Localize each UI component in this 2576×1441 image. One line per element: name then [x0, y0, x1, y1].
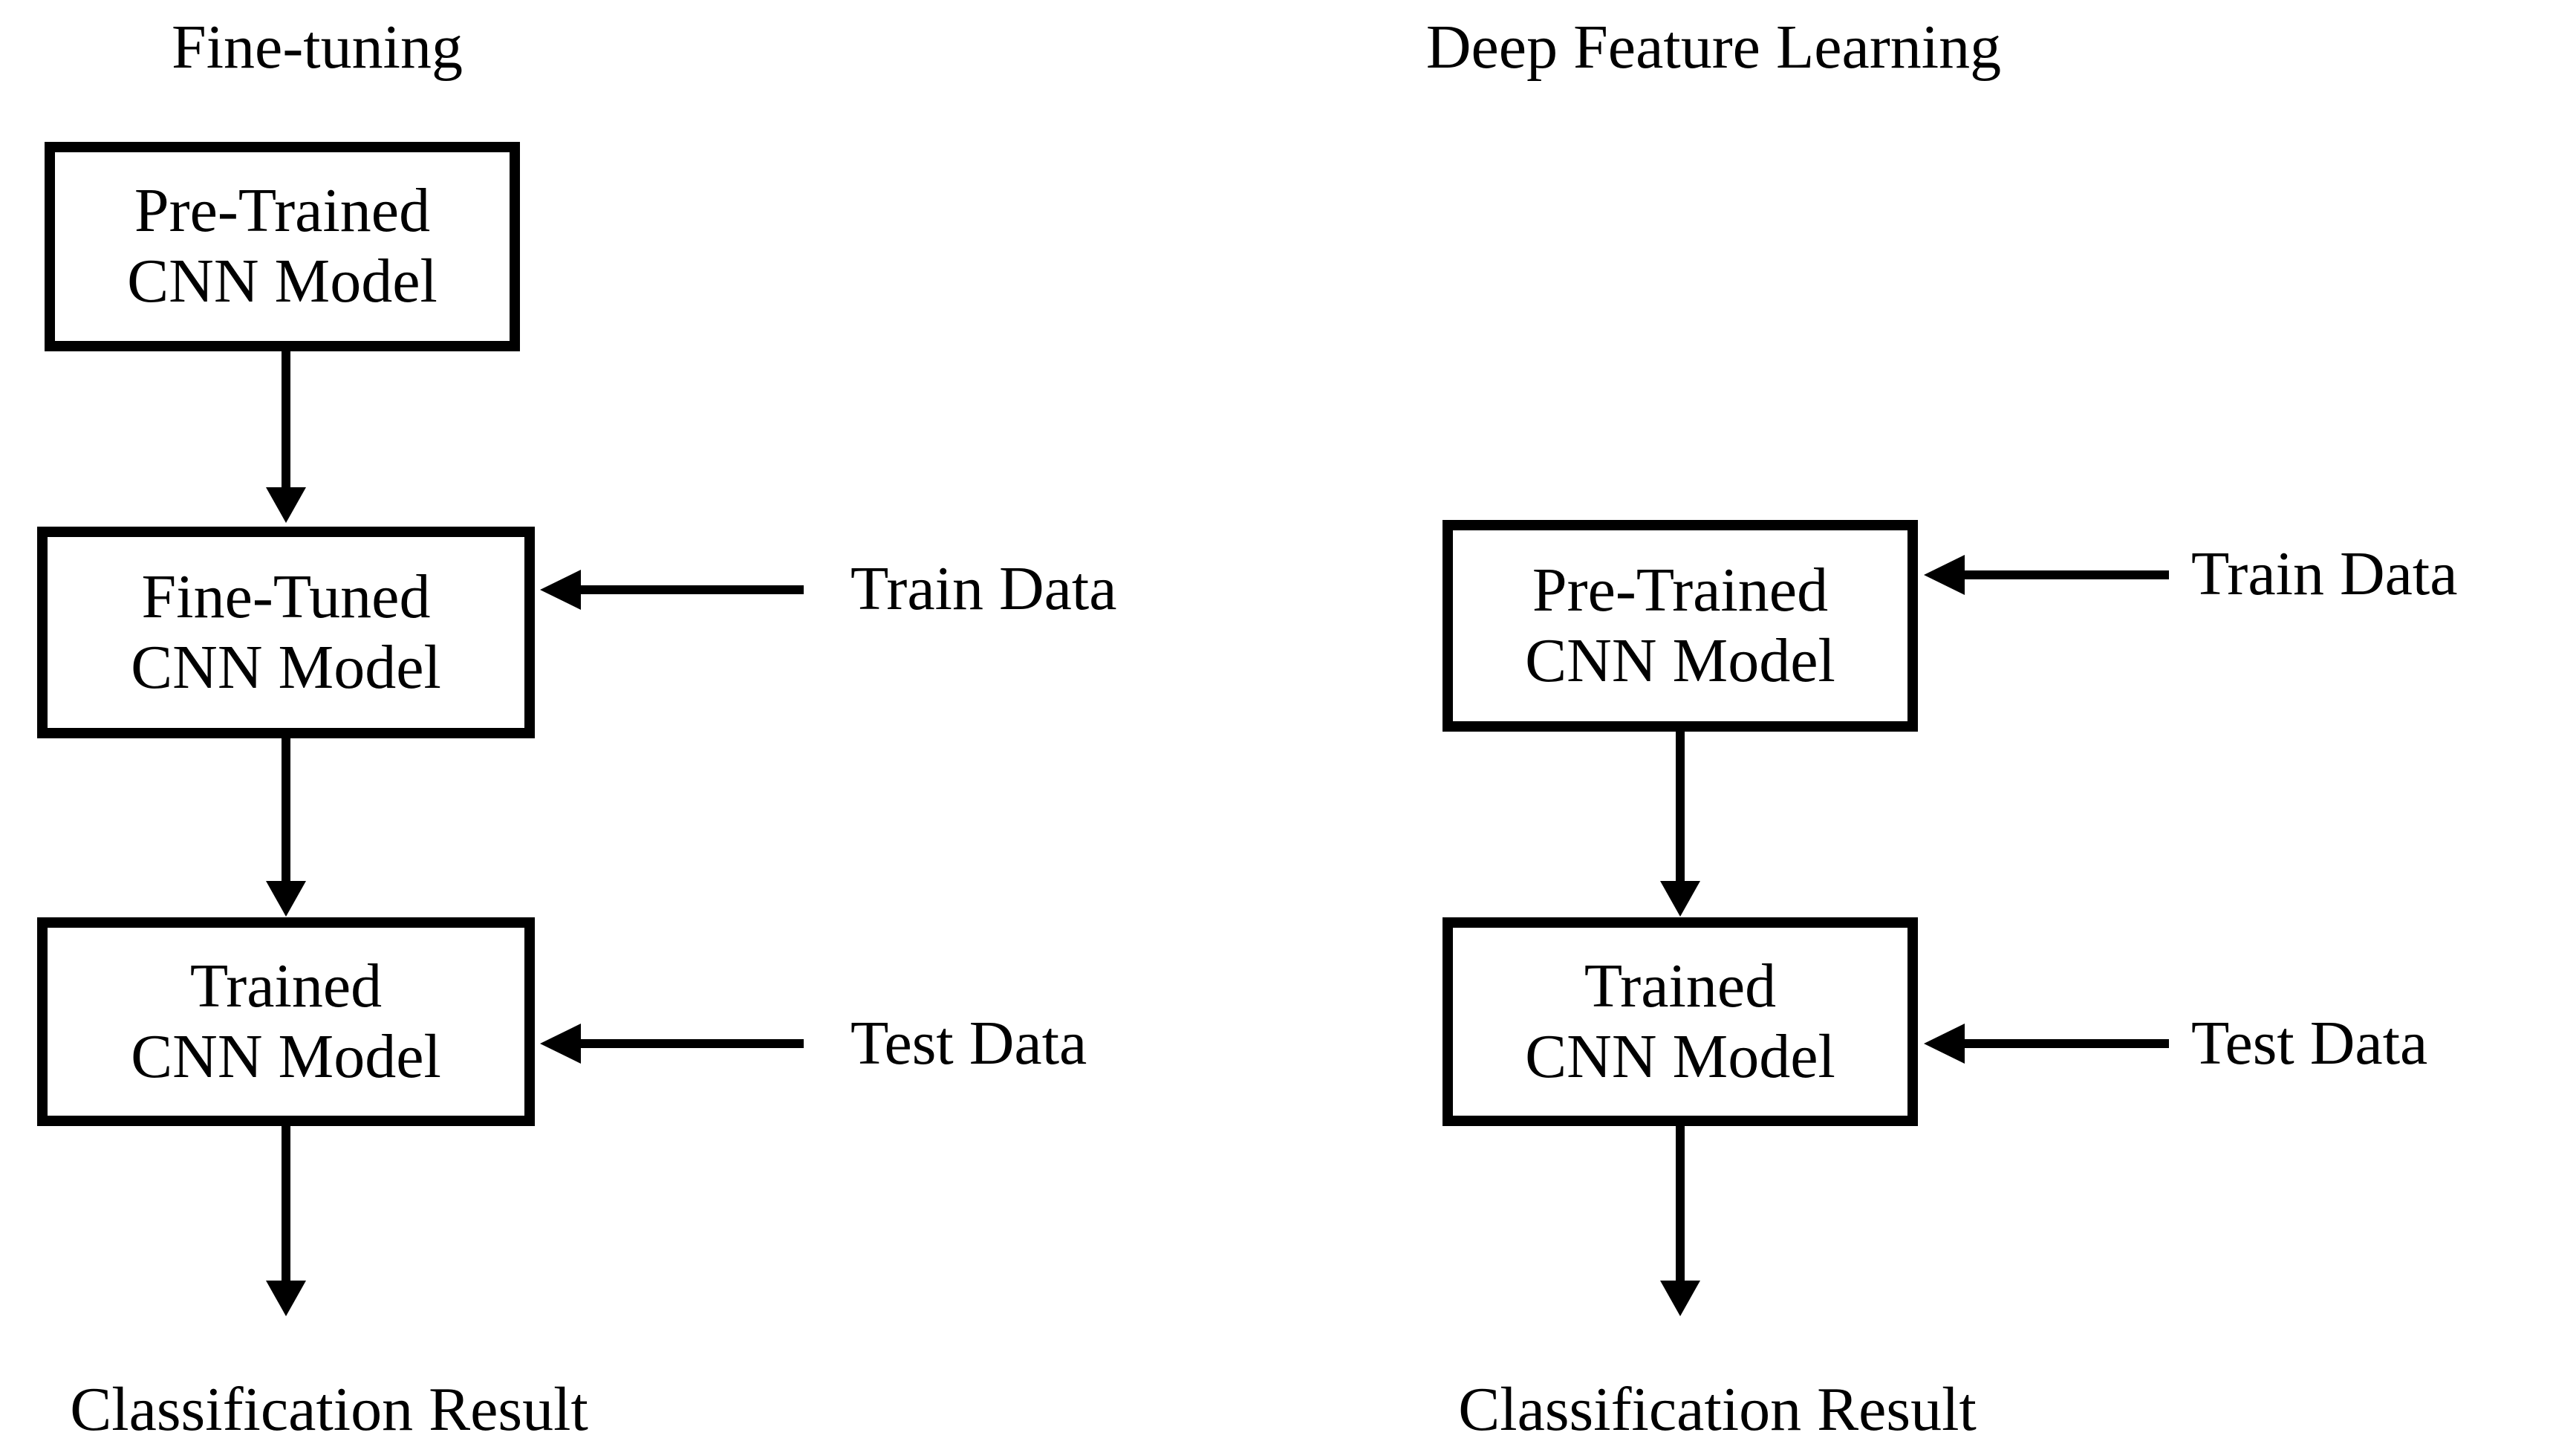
- arrow-line: [282, 738, 290, 881]
- right-classification-result-label: Classification Result: [1458, 1375, 1977, 1441]
- arrow-head-down-icon: [1660, 881, 1700, 917]
- left-flow-title: Fine-tuning: [172, 13, 463, 82]
- box-label-line: Trained: [1584, 951, 1777, 1021]
- box-label-line: Fine-Tuned: [141, 562, 431, 631]
- box-label-line: CNN Model: [1525, 1021, 1835, 1091]
- arrow-head-left-icon: [540, 1024, 581, 1064]
- arrow-line: [1676, 1126, 1685, 1281]
- arrow-line: [1965, 570, 2169, 579]
- arrow-head-left-icon: [1924, 555, 1965, 595]
- arrow-line: [282, 351, 290, 489]
- arrow-line: [282, 1126, 290, 1281]
- box-label-line: CNN Model: [1525, 625, 1835, 695]
- arrow-line: [1676, 732, 1685, 881]
- arrow-line: [581, 1039, 804, 1048]
- box-label-line: CNN Model: [131, 1021, 441, 1091]
- left-box-pretrained-cnn-model: Pre-Trained CNN Model: [45, 142, 520, 351]
- arrow-head-down-icon: [266, 881, 306, 917]
- arrow-head-left-icon: [540, 570, 581, 610]
- left-box-trained-cnn-model: Trained CNN Model: [37, 917, 535, 1126]
- left-box-finetuned-cnn-model: Fine-Tuned CNN Model: [37, 527, 535, 738]
- box-label-line: Trained: [189, 951, 383, 1021]
- box-label-line: Pre-Trained: [134, 176, 431, 246]
- arrow-head-down-icon: [266, 487, 306, 523]
- right-flow-title: Deep Feature Learning: [1425, 13, 2002, 82]
- right-box-trained-cnn-model: Trained CNN Model: [1443, 917, 1918, 1126]
- arrow-line: [1965, 1039, 2169, 1048]
- arrow-head-left-icon: [1924, 1024, 1965, 1064]
- box-label-line: Pre-Trained: [1532, 555, 1829, 625]
- arrow-head-down-icon: [266, 1281, 306, 1316]
- right-train-data-label: Train Data: [2191, 539, 2458, 608]
- right-test-data-label: Test Data: [2191, 1009, 2428, 1078]
- box-label-line: CNN Model: [131, 632, 441, 702]
- left-test-data-label: Test Data: [850, 1009, 1087, 1078]
- arrow-line: [581, 585, 804, 594]
- right-box-pretrained-cnn-model: Pre-Trained CNN Model: [1443, 520, 1918, 732]
- left-classification-result-label: Classification Result: [70, 1375, 588, 1441]
- arrow-head-down-icon: [1660, 1281, 1700, 1316]
- left-train-data-label: Train Data: [850, 554, 1117, 623]
- box-label-line: CNN Model: [127, 247, 438, 316]
